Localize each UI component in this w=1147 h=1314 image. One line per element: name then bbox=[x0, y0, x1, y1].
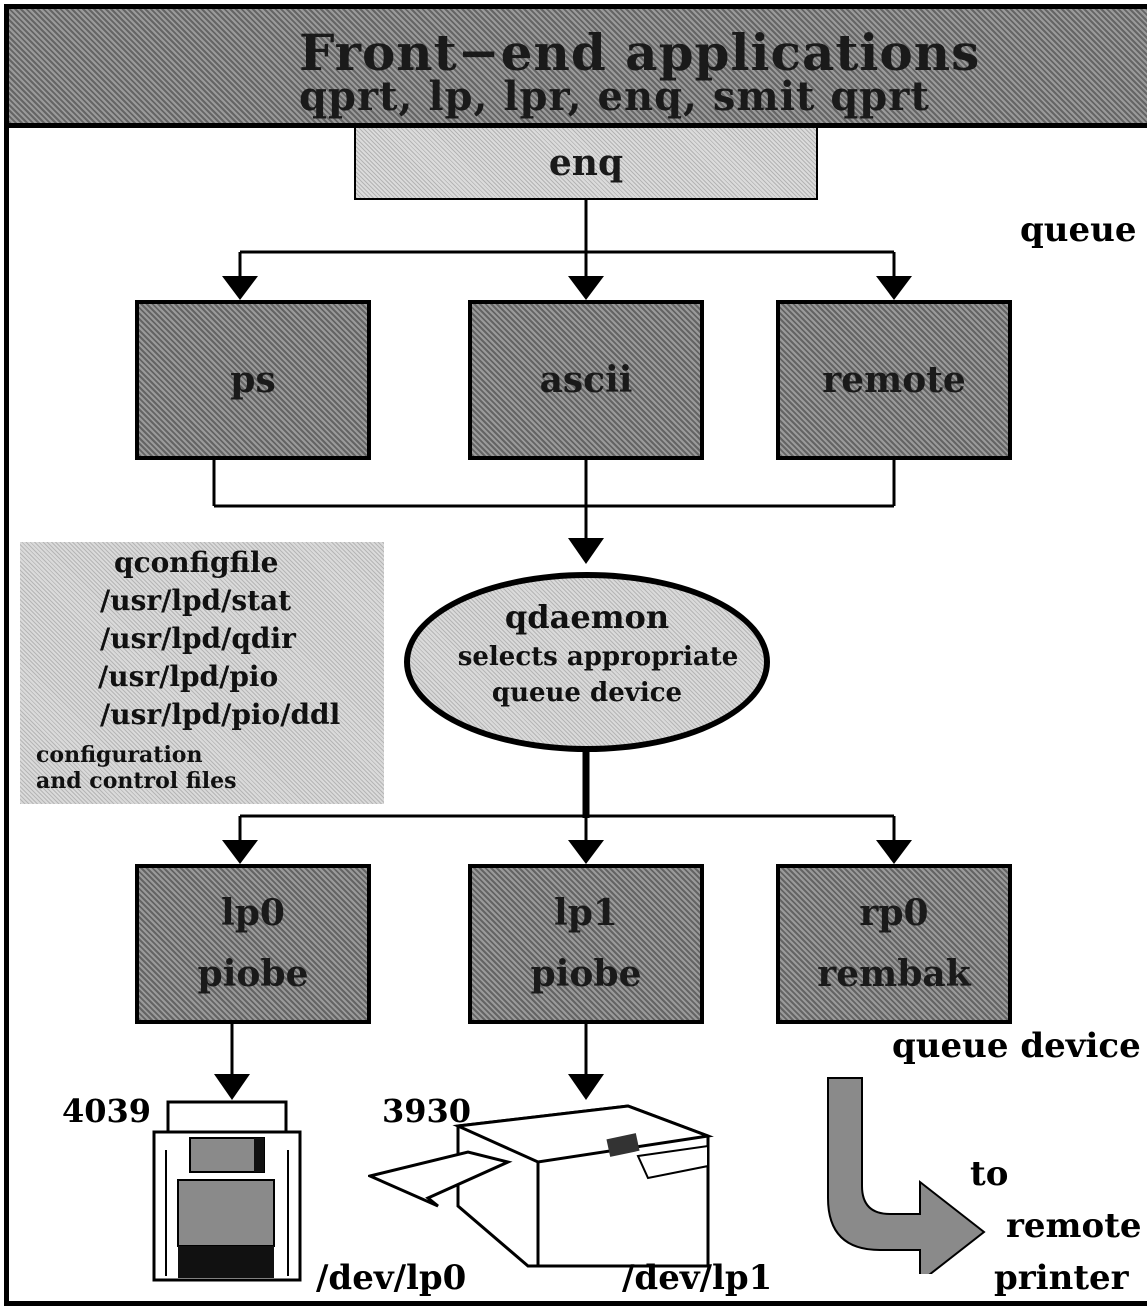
header-banner: Front−end applications qprt, lp, lpr, en… bbox=[4, 4, 1147, 128]
queue-name: ascii bbox=[539, 359, 633, 401]
queue-label: queue bbox=[1020, 210, 1137, 250]
header-subtitle: qprt, lp, lpr, enq, smit qprt bbox=[299, 73, 930, 120]
queue-box-ps: ps bbox=[135, 300, 371, 460]
device-backend: rembak bbox=[817, 953, 971, 995]
config-file: /usr/lpd/qdir bbox=[100, 622, 296, 655]
device-box-lp0: lp0 piobe bbox=[135, 864, 371, 1024]
config-file: /usr/lpd/pio bbox=[98, 660, 279, 693]
device-backend: piobe bbox=[197, 953, 309, 995]
arrow-lp1 bbox=[568, 840, 604, 864]
arrow-lp0 bbox=[222, 840, 258, 864]
arrow-printer-4039 bbox=[214, 1074, 250, 1100]
queue-device-label: queue device bbox=[892, 1026, 1141, 1066]
device-path-lp0: /dev/lp0 bbox=[316, 1258, 467, 1298]
qdaemon-line3: queue device bbox=[491, 678, 683, 708]
config-files-panel: qconfigfile /usr/lpd/stat /usr/lpd/qdir … bbox=[20, 542, 384, 804]
arrow-ps bbox=[222, 276, 258, 300]
config-file: qconfigfile bbox=[114, 546, 279, 579]
remote-printer-label: printer bbox=[994, 1258, 1129, 1298]
arrow-rp0 bbox=[876, 840, 912, 864]
config-file: /usr/lpd/pio/ddl bbox=[100, 698, 341, 731]
printer-3930-icon bbox=[368, 1104, 714, 1268]
arrow-printer-3930 bbox=[568, 1074, 604, 1100]
queue-box-ascii: ascii bbox=[468, 300, 704, 460]
device-name: lp0 bbox=[221, 891, 285, 934]
device-path-lp1: /dev/lp1 bbox=[622, 1258, 773, 1298]
qdaemon-line2: selects appropriate bbox=[457, 642, 739, 672]
device-name: lp1 bbox=[554, 891, 618, 934]
config-file: /usr/lpd/stat bbox=[100, 584, 292, 617]
printer-model-3930: 3930 bbox=[382, 1092, 472, 1130]
arrow-ascii bbox=[568, 276, 604, 300]
device-box-lp1: lp1 piobe bbox=[468, 864, 704, 1024]
enq-box: enq bbox=[354, 126, 818, 200]
remote-label: remote bbox=[1006, 1206, 1142, 1246]
queue-box-remote: remote bbox=[776, 300, 1012, 460]
header-title: Front−end applications bbox=[299, 23, 981, 82]
config-note-line1: configuration bbox=[36, 742, 203, 768]
remote-to-label: to bbox=[970, 1154, 1009, 1194]
arrow-remote bbox=[876, 276, 912, 300]
device-backend: piobe bbox=[530, 953, 642, 995]
arrow-qdaemon bbox=[568, 538, 604, 564]
device-box-rp0: rp0 rembak bbox=[776, 864, 1012, 1024]
config-note-line2: and control files bbox=[36, 768, 237, 794]
printer-model-4039: 4039 bbox=[62, 1092, 152, 1130]
queue-name: ps bbox=[230, 359, 276, 401]
qdaemon-title: qdaemon bbox=[504, 598, 670, 636]
qdaemon-ellipse: qdaemon selects appropriate queue device bbox=[404, 572, 770, 752]
remote-arrow-icon bbox=[827, 1077, 986, 1274]
printer-4039-icon bbox=[152, 1100, 302, 1282]
enq-label: enq bbox=[548, 142, 624, 184]
device-name: rp0 bbox=[859, 891, 929, 934]
queue-name: remote bbox=[822, 359, 966, 401]
